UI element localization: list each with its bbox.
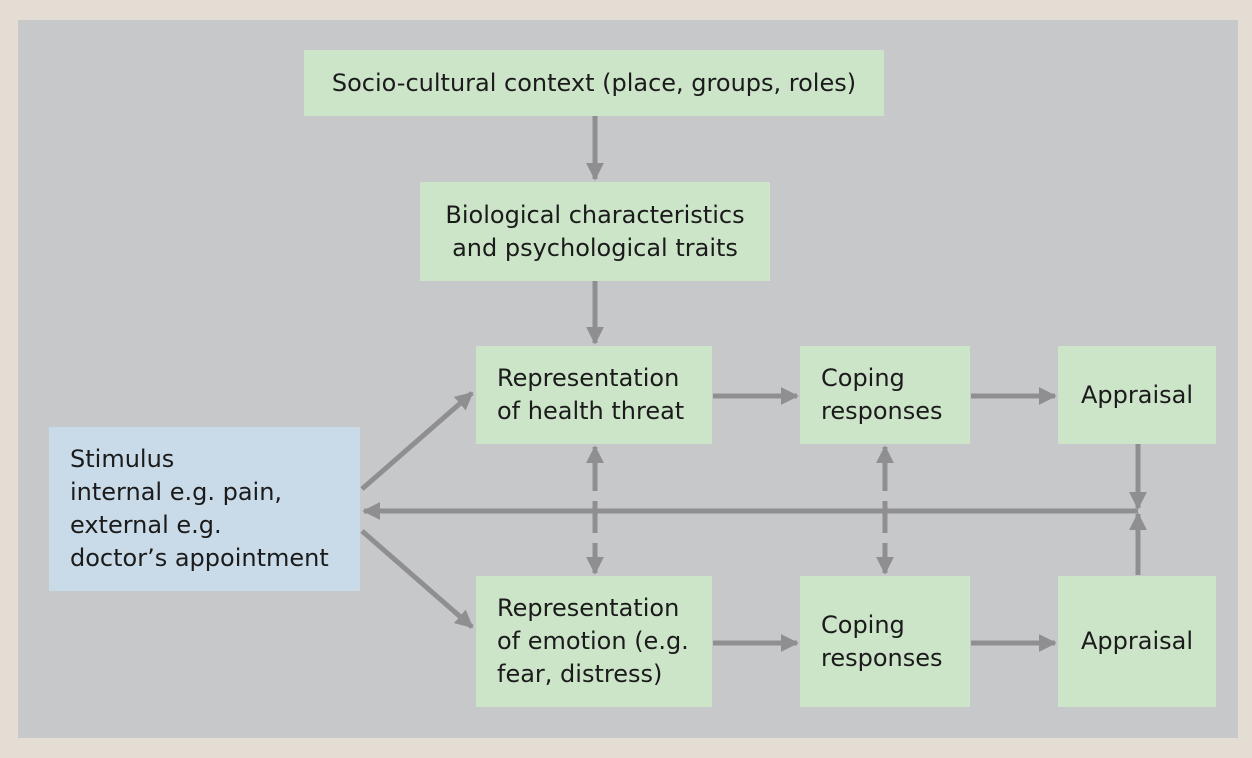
socio-cultural-context-label: Socio-cultural context (place, groups, r… bbox=[331, 68, 857, 97]
arrow-stimulus-to-threat bbox=[360, 391, 474, 491]
arrow-stimulus-to-emotion bbox=[360, 529, 474, 629]
traits-box: Biological characteristics and psycholog… bbox=[420, 182, 770, 281]
stimulus-label: Stimulus internal e.g. pain, external e.… bbox=[70, 445, 329, 572]
stimulus-box: Stimulus internal e.g. pain, external e.… bbox=[49, 427, 360, 591]
emotion-representation-label: Representation of emotion (e.g. fear, di… bbox=[497, 594, 689, 688]
coping-responses-top-box: Coping responses bbox=[800, 346, 970, 444]
coping-responses-bottom-box: Coping responses bbox=[800, 576, 970, 707]
socio-cultural-context-box: Socio-cultural context (place, groups, r… bbox=[304, 50, 884, 116]
appraisal-top-label: Appraisal bbox=[1080, 380, 1193, 409]
health-threat-representation-label: Representation of health threat bbox=[497, 364, 685, 425]
health-threat-representation-box: Representation of health threat bbox=[476, 346, 712, 444]
coping-responses-top-label: Coping responses bbox=[821, 364, 943, 425]
appraisal-bottom-box: Appraisal bbox=[1058, 576, 1216, 707]
traits-label: Biological characteristics and psycholog… bbox=[445, 200, 745, 262]
appraisal-top-box: Appraisal bbox=[1058, 346, 1216, 444]
appraisal-bottom-label: Appraisal bbox=[1080, 627, 1193, 655]
emotion-representation-box: Representation of emotion (e.g. fear, di… bbox=[476, 576, 712, 707]
coping-responses-bottom-label: Coping responses bbox=[821, 610, 943, 672]
